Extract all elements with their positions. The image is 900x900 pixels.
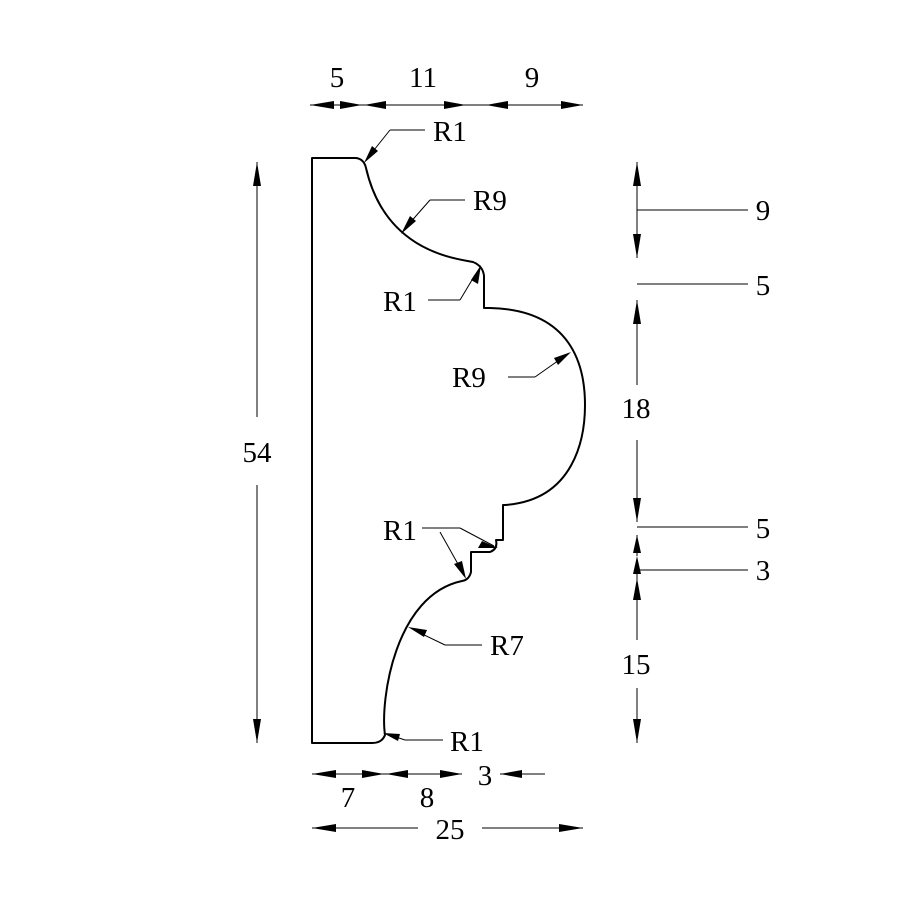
bottom-dimension-chain: 7 8 3 [312, 760, 545, 814]
top-dim-3: 9 [525, 62, 540, 94]
top-dim-1: 5 [330, 62, 345, 94]
right-dim-6: 15 [622, 649, 651, 681]
radius-label-bottom-corner: R1 [450, 726, 484, 758]
right-dim-2: 5 [756, 270, 771, 302]
right-dim-4: 5 [756, 513, 771, 545]
right-dim-1: 9 [756, 195, 771, 227]
molding-profile-outline [311, 157, 586, 744]
radius-label-lower-steps: R1 [383, 515, 417, 547]
top-dimension-chain: 5 11 9 [310, 62, 583, 109]
right-dim-3: 18 [622, 393, 651, 425]
right-dim-5: 3 [756, 555, 771, 587]
bottom-dim-3: 3 [478, 760, 493, 792]
overall-height-label: 54 [243, 437, 273, 469]
radius-label-upper-cove: R9 [473, 185, 507, 217]
overall-width-dimension: 25 [312, 814, 583, 846]
radius-callout-bead: R9 [452, 352, 571, 394]
radius-label-upper-step: R1 [383, 286, 417, 318]
radius-callout-upper-cove: R9 [401, 185, 507, 234]
right-dimension-chain: 9 5 18 5 3 15 [622, 162, 771, 743]
radius-label-bead: R9 [452, 362, 486, 394]
radius-callout-lower-steps: R1 [383, 515, 498, 579]
overall-width-label: 25 [436, 814, 465, 846]
radius-label-top-corner: R1 [433, 116, 467, 148]
overall-height-dimension: 54 [243, 162, 273, 743]
radius-callout-bottom-corner: R1 [383, 726, 484, 758]
radius-callout-top-corner: R1 [364, 116, 467, 163]
bottom-dim-2: 8 [420, 782, 435, 814]
top-dim-2: 11 [409, 62, 437, 94]
radius-callout-upper-step: R1 [383, 265, 481, 318]
radius-label-lower-cove: R7 [490, 630, 524, 662]
radius-callout-lower-cove: R7 [408, 627, 524, 662]
bottom-dim-1: 7 [341, 782, 356, 814]
